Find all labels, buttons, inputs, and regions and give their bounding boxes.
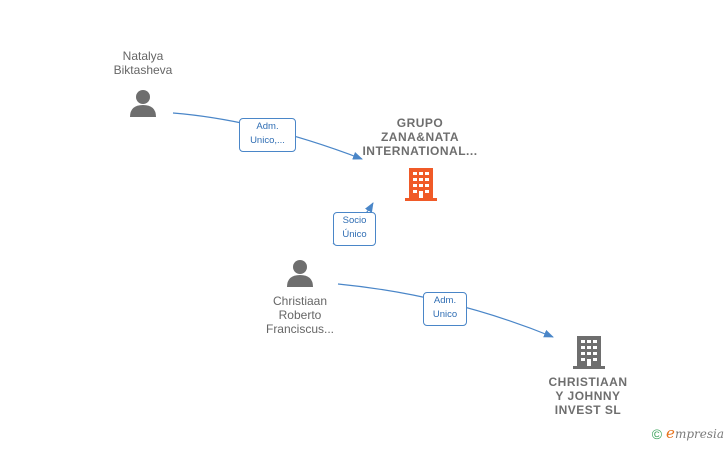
edge-label-christiaan-company[interactable]: Adm. Unico [423,292,467,326]
copyright-icon: © [651,426,663,442]
empresia-logo: ©empresia [652,424,724,442]
building-icon [405,168,437,201]
edge-label-christiaan-grupo[interactable]: Socio Único [333,212,376,246]
node-christiaan-company-label: CHRISTIAAN Y JOHNNY INVEST SL [548,375,628,417]
node-natalya-label: Natalya Biktasheva [113,49,173,77]
node-grupo-label: GRUPO ZANA&NATA INTERNATIONAL... [362,116,478,158]
logo-text: mpresia [674,427,724,441]
building-icon [573,336,605,369]
node-christiaan-person-label: Christiaan Roberto Franciscus... [265,294,334,336]
person-icon [130,90,156,117]
edge-label-natalya-grupo[interactable]: Adm. Unico,... [239,118,296,152]
logo-e: e [666,424,675,442]
person-icon [287,260,313,287]
